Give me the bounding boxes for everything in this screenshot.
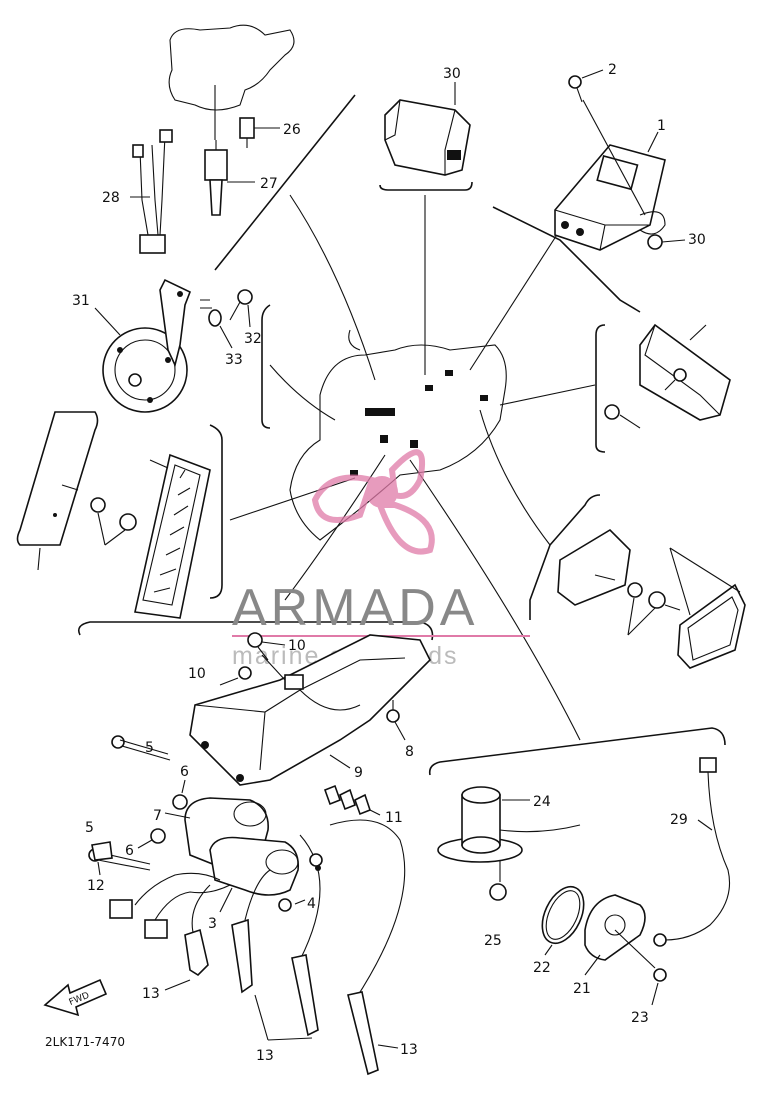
callout-13-c: 13 (400, 1042, 418, 1058)
part-9-bracket-cover (189, 634, 431, 786)
part-1-cdi-unit (554, 144, 666, 251)
part-25-horn (102, 278, 192, 413)
callout-5-top: 5 (145, 740, 154, 756)
part-8-screw (386, 700, 400, 723)
engine-block (289, 329, 507, 541)
callout-18: 25 (484, 933, 502, 949)
part-4-ignition-coils (184, 797, 321, 896)
part-12-clamp (91, 841, 113, 861)
part-30-reflector-right (134, 453, 211, 619)
part-15-oring (541, 885, 585, 945)
part-19-sensor-lead (653, 757, 731, 947)
group-brackets (77, 94, 726, 776)
callout-25: 31 (72, 293, 90, 309)
part-16-screw (653, 968, 667, 982)
callout-20: 26 (283, 122, 301, 138)
callout-12: 12 (87, 878, 105, 894)
part-14-cover (584, 894, 656, 969)
callout-15: 22 (533, 960, 551, 976)
part-17-switch (437, 786, 581, 863)
temperature-sender-group (132, 24, 295, 254)
part-7-nut (278, 853, 323, 912)
callout-6-top: 6 (180, 764, 189, 780)
callout-21: 27 (260, 176, 278, 192)
callout-14: 21 (573, 981, 591, 997)
callout-22: 28 (102, 190, 120, 206)
part-18-screw (489, 860, 507, 901)
callout-19: 29 (670, 812, 688, 828)
callout-7: 4 (307, 896, 316, 912)
callout-23: 30 (688, 232, 706, 248)
part-32-reflectors (557, 528, 746, 669)
part-28-reflector (639, 323, 731, 421)
part-13-plug-leads (184, 819, 406, 1076)
part-33-nut-washer (627, 582, 666, 636)
callout-24: 30 (443, 66, 461, 82)
part-6-washers (150, 794, 188, 844)
part-23-nut (647, 234, 663, 250)
part-10-bolts (219, 632, 286, 686)
callout-4: 7 (153, 808, 162, 824)
part-24-relay (384, 99, 471, 176)
callout-3: 3 (208, 916, 217, 932)
callout-16: 23 (631, 1010, 649, 1026)
callout-27: 33 (225, 352, 243, 368)
callout-17: 24 (533, 794, 551, 810)
part-29-nut (604, 404, 620, 420)
callout-26: 32 (244, 331, 262, 347)
callout-5-bottom: 5 (85, 820, 94, 836)
part-27-washer (208, 309, 222, 327)
callout-10-top: 10 (288, 638, 306, 654)
callout-8: 8 (405, 744, 414, 760)
callout-10-left: 10 (188, 666, 206, 682)
callout-2: 2 (608, 62, 617, 78)
diagram-part-code: 2LK171-7470 (45, 1035, 125, 1049)
callouts: 2 1 30 30 26 27 28 31 32 33 10 10 8 (37, 62, 713, 1064)
leader-lines (229, 194, 596, 741)
callout-9: 9 (354, 765, 363, 781)
watermark-brand: ARMADA (232, 579, 478, 637)
callout-6-bottom: 6 (125, 843, 134, 859)
callout-1: 1 (657, 118, 666, 134)
forward-arrow-icon: FWD (43, 978, 108, 1017)
callout-11: 11 (385, 810, 403, 826)
part-11-holders (323, 784, 371, 816)
part-2-screw (568, 75, 646, 216)
propeller-logo-icon (311, 449, 435, 555)
part-31-grommet-nut (90, 497, 137, 546)
horn-mount-lines (200, 299, 212, 309)
callout-13-b: 13 (256, 1048, 274, 1064)
part-3-cable (109, 872, 231, 939)
part-30-reflector-left (16, 411, 99, 546)
callout-13-a: 13 (142, 986, 160, 1002)
part-26-bolt (229, 289, 253, 321)
